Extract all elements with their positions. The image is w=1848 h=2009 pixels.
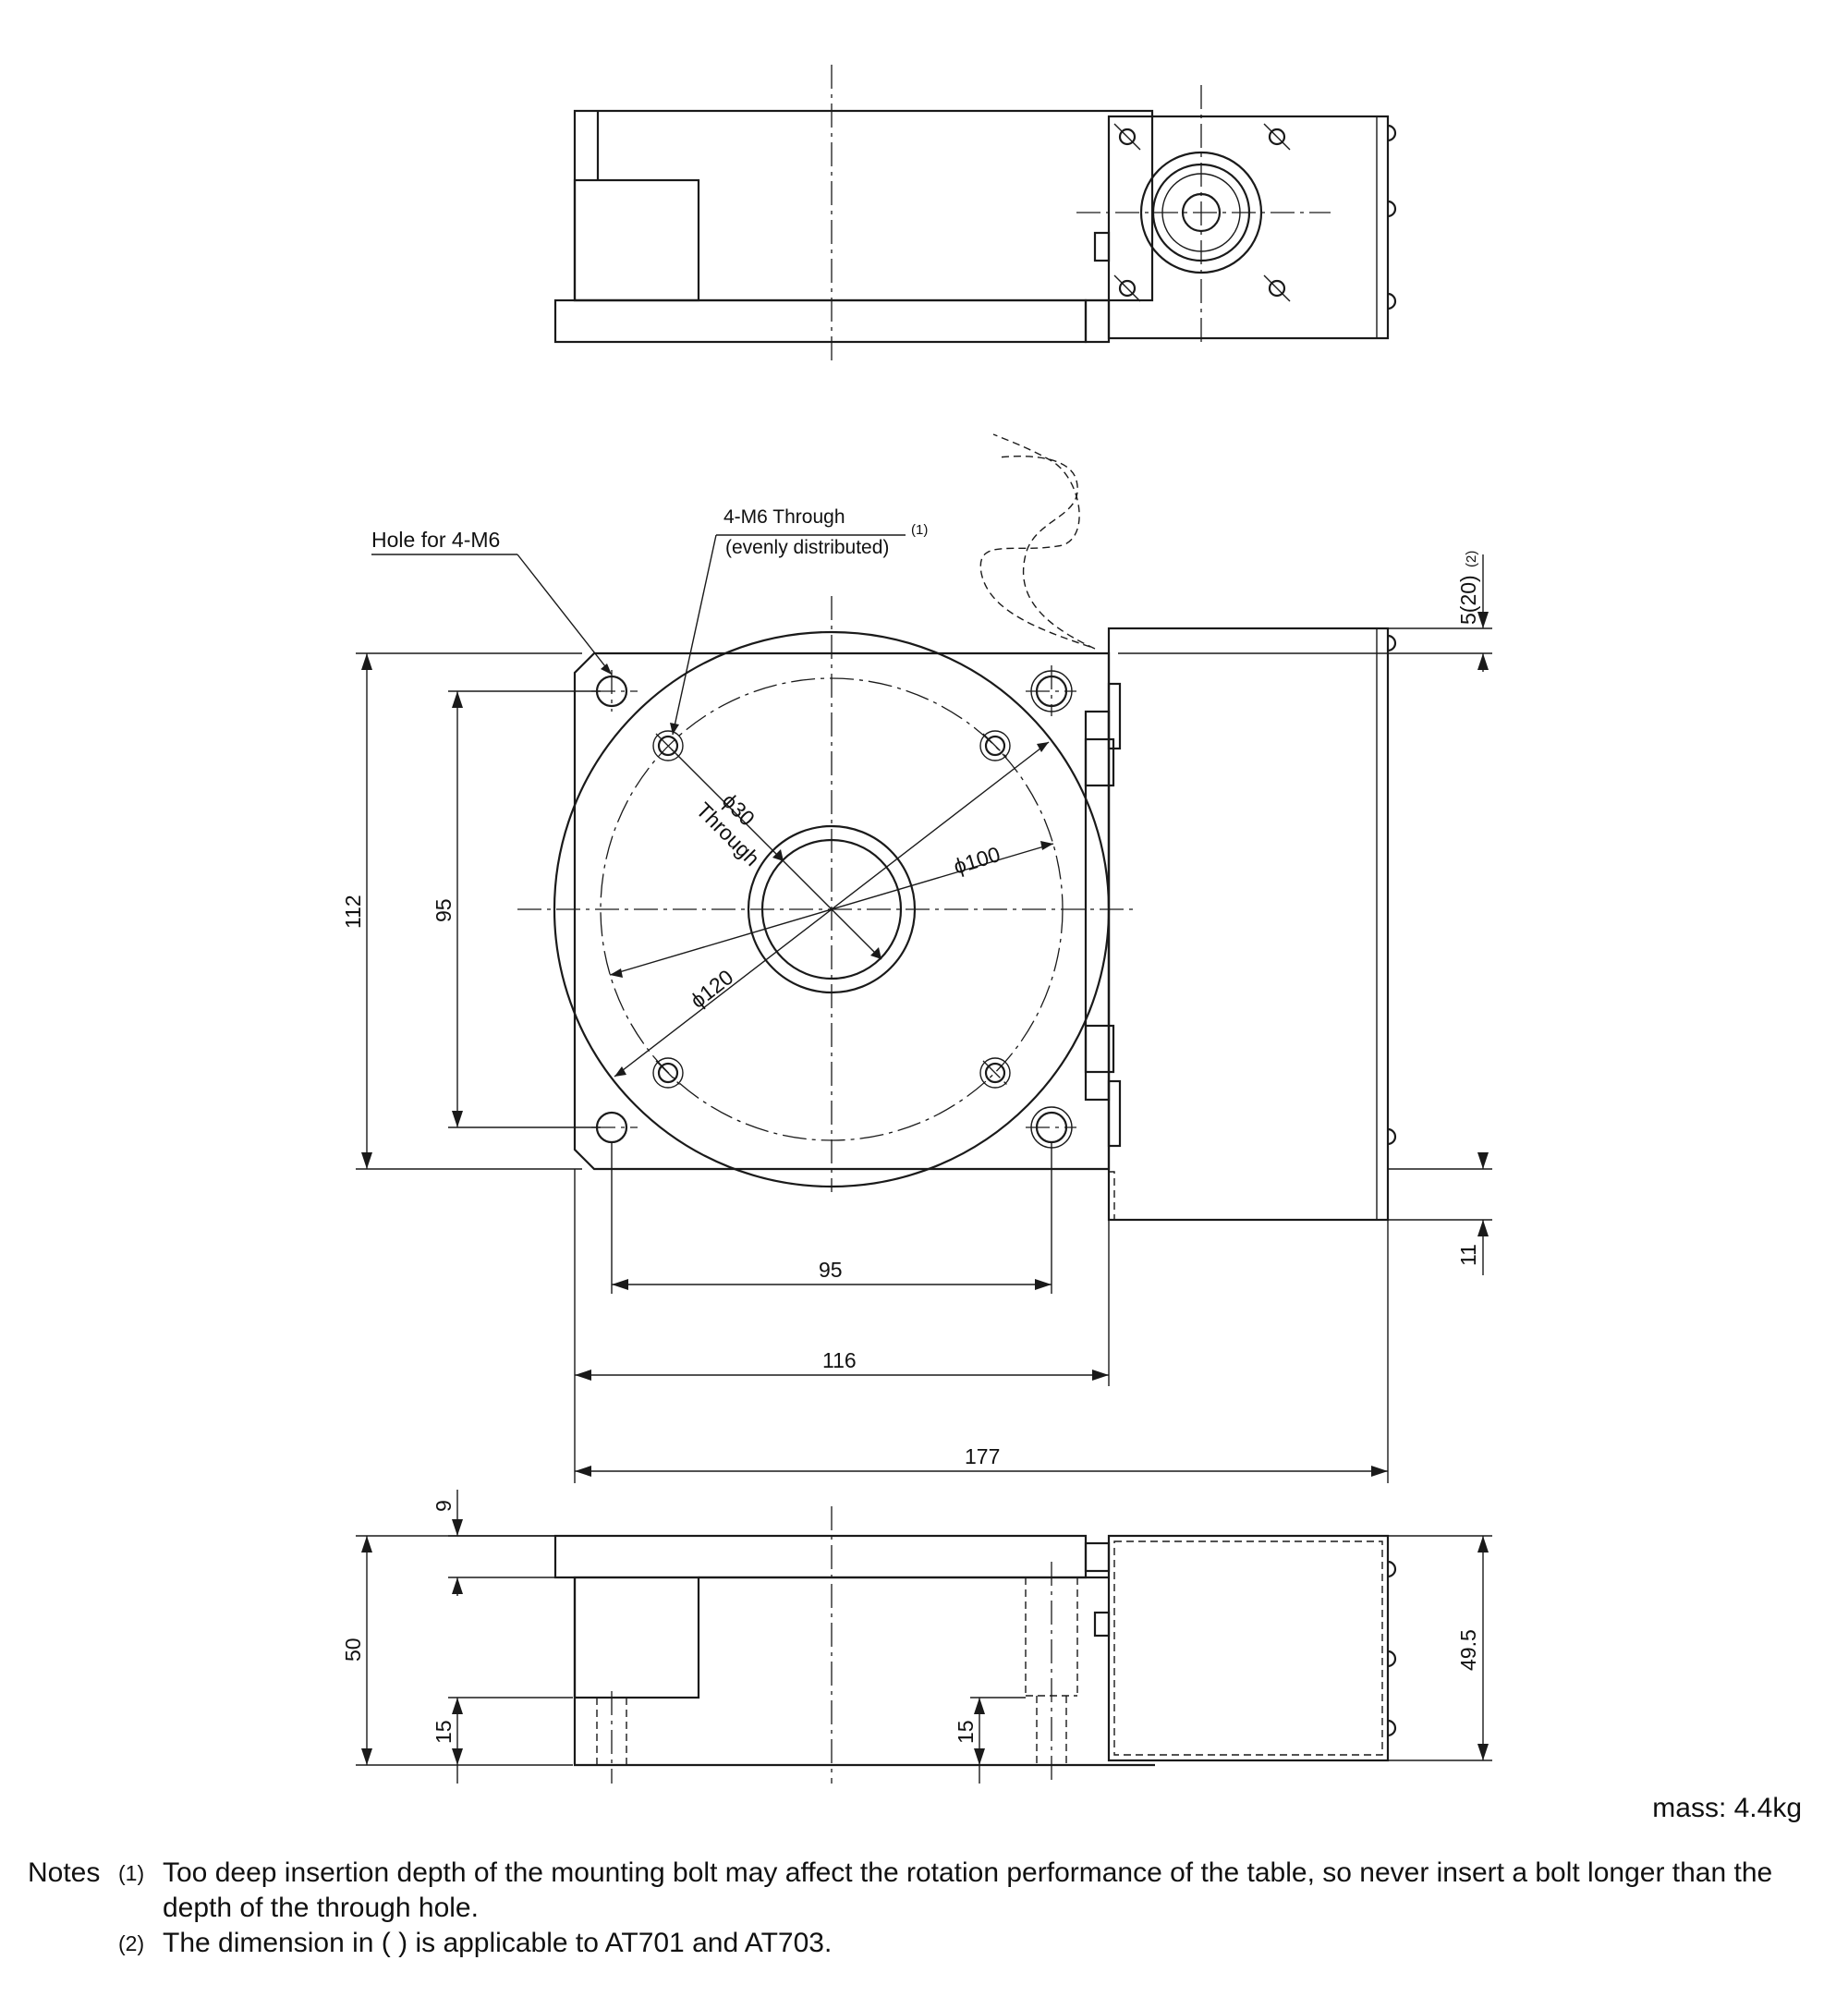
technical-drawing: Hole for 4-M6 4-M6 Through (evenly distr…: [341, 65, 1492, 1784]
notes-section: Notes (1) Too deep insertion depth of th…: [28, 1856, 1830, 1961]
note-ref-1: (1): [911, 522, 928, 538]
plan-view: [356, 433, 1492, 1483]
label-hole-4m6: Hole for 4-M6: [371, 528, 500, 552]
dim-177: 177: [965, 1444, 1000, 1468]
note-row-1-continued: depth of the through hole.: [28, 1891, 1830, 1926]
mass-label: mass: 4.4kg: [1652, 1793, 1802, 1823]
note-text-2: The dimension in ( ) is applicable to AT…: [163, 1928, 833, 1958]
note-row-2: (2) The dimension in ( ) is applicable t…: [28, 1926, 1830, 1961]
top-view: [553, 65, 1397, 365]
note-text-1: Too deep insertion depth of the mounting…: [163, 1857, 1773, 1888]
notes-heading: Notes: [28, 1857, 101, 1888]
dim-95-horizontal: 95: [819, 1258, 843, 1282]
dim-15-left: 15: [432, 1720, 456, 1744]
note-row-1: Notes (1) Too deep insertion depth of th…: [28, 1856, 1830, 1891]
dim-116: 116: [822, 1348, 857, 1372]
dim-9: 9: [432, 1500, 456, 1512]
label-phi120: ϕ120: [686, 965, 737, 1013]
label-phi100: ϕ100: [951, 842, 1003, 879]
note-number-1: (1): [118, 1861, 145, 1885]
note-ref-2: (2): [1464, 551, 1479, 567]
front-view: [356, 1490, 1492, 1784]
dim-50: 50: [341, 1638, 365, 1662]
label-evenly-distributed: (evenly distributed): [725, 537, 889, 558]
note-text-1-continued: depth of the through hole.: [163, 1893, 479, 1923]
dim-95-vertical: 95: [432, 898, 456, 922]
dim-5-20: 5(20): [1456, 575, 1480, 625]
dim-11: 11: [1456, 1244, 1480, 1266]
label-4m6-through: 4-M6 Through: [723, 506, 845, 528]
dim-49-5: 49.5: [1456, 1629, 1480, 1671]
dim-15-right: 15: [954, 1720, 978, 1744]
note-number-2: (2): [118, 1931, 145, 1955]
dim-112: 112: [341, 895, 365, 929]
